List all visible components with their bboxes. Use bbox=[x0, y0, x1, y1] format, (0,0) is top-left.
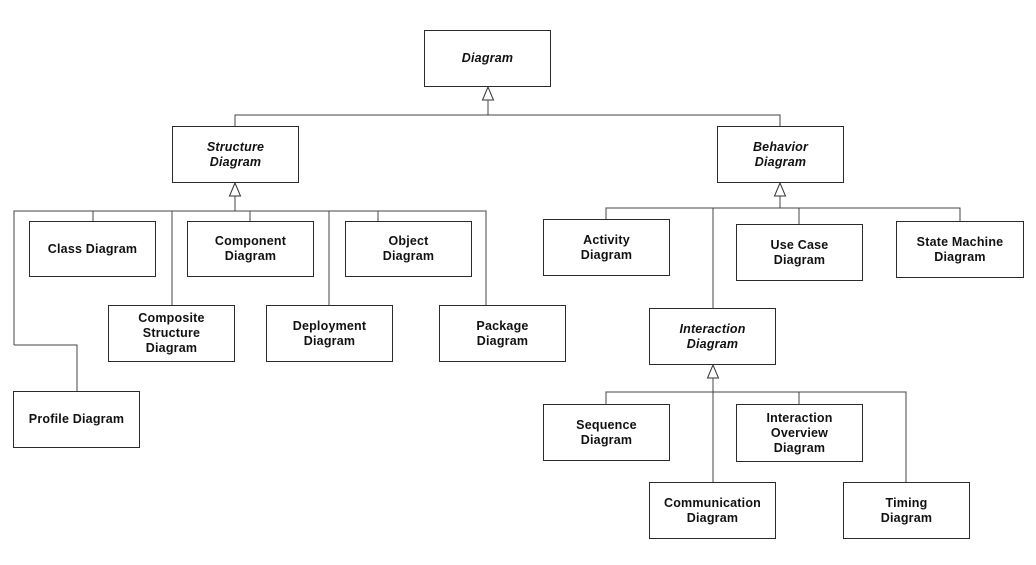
connector-diagram-branches bbox=[234, 114, 781, 126]
generalization-arrow-behavior bbox=[773, 181, 787, 197]
node-behavior-diagram: Behavior Diagram bbox=[717, 126, 844, 183]
node-component-diagram: Component Diagram bbox=[187, 221, 314, 277]
generalization-arrow-diagram bbox=[481, 85, 495, 101]
node-composite-structure-diagram: Composite Structure Diagram bbox=[108, 305, 235, 362]
node-object-diagram-label: Object Diagram bbox=[382, 234, 435, 263]
node-communication-diagram: Communication Diagram bbox=[649, 482, 776, 539]
node-behavior-diagram-label: Behavior Diagram bbox=[752, 139, 809, 169]
node-interaction-overview-diagram-label: Interaction Overview Diagram bbox=[766, 410, 833, 455]
node-communication-diagram-label: Communication Diagram bbox=[663, 495, 762, 525]
node-timing-diagram: Timing Diagram bbox=[843, 482, 970, 539]
connector-interaction-bus bbox=[605, 391, 907, 482]
node-profile-diagram-label: Profile Diagram bbox=[28, 412, 125, 426]
node-use-case-diagram: Use Case Diagram bbox=[736, 224, 863, 281]
node-class-diagram-label: Class Diagram bbox=[47, 241, 138, 256]
node-activity-diagram-label: Activity Diagram bbox=[580, 232, 633, 262]
node-sequence-diagram: Sequence Diagram bbox=[543, 404, 670, 461]
node-interaction-diagram: Interaction Diagram bbox=[649, 308, 776, 365]
node-package-diagram: Package Diagram bbox=[439, 305, 566, 362]
node-diagram: Diagram bbox=[424, 30, 551, 87]
node-package-diagram-label: Package Diagram bbox=[476, 318, 529, 348]
node-object-diagram: Object Diagram bbox=[345, 221, 472, 277]
node-structure-diagram: Structure Diagram bbox=[172, 126, 299, 183]
node-structure-diagram-label: Structure Diagram bbox=[206, 139, 265, 169]
node-deployment-diagram-label: Deployment Diagram bbox=[292, 318, 367, 348]
connector-profile bbox=[14, 344, 78, 391]
node-interaction-overview-diagram: Interaction Overview Diagram bbox=[736, 404, 863, 462]
node-composite-structure-diagram-label: Composite Structure Diagram bbox=[138, 311, 205, 355]
node-interaction-diagram-label: Interaction Diagram bbox=[679, 321, 746, 351]
node-timing-diagram-label: Timing Diagram bbox=[880, 495, 933, 525]
node-use-case-diagram-label: Use Case Diagram bbox=[770, 237, 829, 267]
node-state-machine-diagram: State Machine Diagram bbox=[896, 221, 1024, 278]
generalization-arrow-structure bbox=[228, 181, 242, 197]
node-deployment-diagram: Deployment Diagram bbox=[266, 305, 393, 362]
node-state-machine-diagram-label: State Machine Diagram bbox=[916, 234, 1004, 264]
node-diagram-label: Diagram bbox=[461, 51, 514, 65]
node-activity-diagram: Activity Diagram bbox=[543, 219, 670, 276]
generalization-arrow-interaction bbox=[706, 363, 720, 379]
connector-behavior-bus bbox=[605, 207, 961, 221]
node-profile-diagram: Profile Diagram bbox=[13, 391, 140, 448]
node-component-diagram-label: Component Diagram bbox=[214, 234, 287, 263]
node-sequence-diagram-label: Sequence Diagram bbox=[576, 417, 637, 447]
node-class-diagram: Class Diagram bbox=[29, 221, 156, 277]
